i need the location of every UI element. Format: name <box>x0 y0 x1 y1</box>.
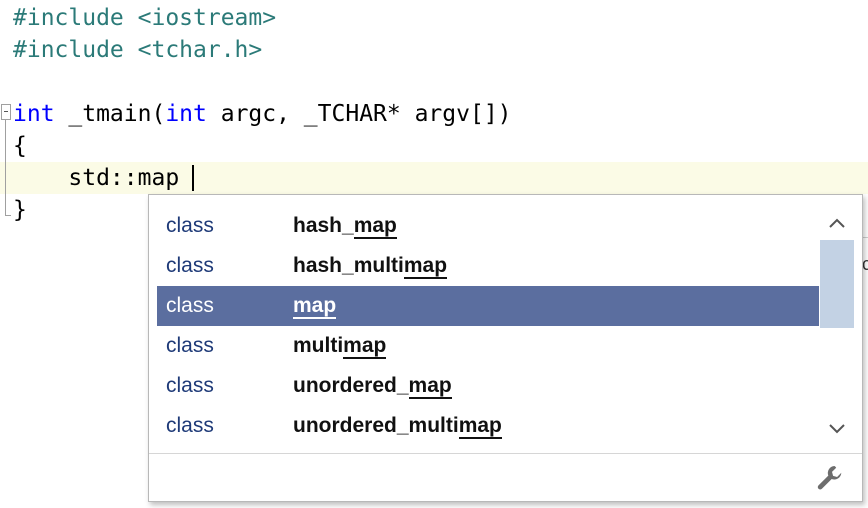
item-kind: class <box>166 374 214 397</box>
item-name: multimap <box>293 326 387 366</box>
include-target: <iostream> <box>123 5 277 31</box>
include-directive: #include <box>13 37 124 63</box>
chevron-down-icon[interactable] <box>820 412 854 446</box>
intellisense-completion-list[interactable]: class hash_map class hash_multimap class… <box>148 194 863 502</box>
completion-item-hash-map[interactable]: class hash_map <box>157 206 819 246</box>
name-prefix: unordered_ <box>293 374 409 397</box>
name-prefix: unordered_multi <box>293 414 459 437</box>
code-line-1: #include <iostream> <box>13 2 276 34</box>
collapse-toggle-icon[interactable] <box>1 104 11 120</box>
name-match: map <box>293 294 337 319</box>
name-match: map <box>343 334 387 359</box>
text-caret <box>192 165 194 191</box>
code-line-5: { <box>13 133 27 159</box>
name-match: map <box>403 254 448 279</box>
item-name: hash_multimap <box>293 246 448 286</box>
item-kind: class <box>166 254 214 277</box>
name-prefix: multi <box>293 334 344 357</box>
item-name: unordered_multimap <box>293 406 502 446</box>
include-target: <tchar.h> <box>123 37 263 63</box>
function-name: _tmain( <box>54 101 166 127</box>
item-name: hash_map <box>293 206 397 246</box>
code-line-7: } <box>13 197 27 223</box>
code-line-2: #include <tchar.h> <box>13 34 262 66</box>
item-kind: class <box>166 294 214 317</box>
item-name: unordered_map <box>293 366 452 406</box>
footer-divider <box>149 453 862 454</box>
wrench-icon[interactable] <box>815 463 845 493</box>
completion-item-map[interactable]: class map <box>157 286 819 326</box>
current-line-highlight <box>0 162 868 194</box>
completion-item-multimap[interactable]: class multimap <box>157 326 819 366</box>
name-prefix: hash_ <box>293 214 354 237</box>
function-params: argc, _TCHAR* argv[]) <box>206 101 512 127</box>
name-match: map <box>458 414 502 439</box>
item-kind: class <box>166 414 214 437</box>
item-name: map <box>293 286 337 326</box>
fold-guide-line <box>5 119 6 215</box>
background-panel-text: c <box>862 254 868 274</box>
item-kind: class <box>166 214 214 237</box>
name-prefix: hash_multi <box>293 254 404 277</box>
chevron-up-icon[interactable] <box>820 206 854 240</box>
keyword-int: int <box>13 101 55 127</box>
name-match: map <box>408 374 452 399</box>
name-match: map <box>353 214 397 239</box>
scrollbar-thumb[interactable] <box>820 240 854 328</box>
completion-item-unordered-multimap[interactable]: class unordered_multimap <box>157 406 819 446</box>
completion-item-unordered-map[interactable]: class unordered_map <box>157 366 819 406</box>
code-line-6: std::map <box>13 165 180 191</box>
fold-guide-end <box>5 215 11 216</box>
code-line-4: int _tmain(int argc, _TCHAR* argv[]) <box>13 98 512 130</box>
item-kind: class <box>166 334 214 357</box>
include-directive: #include <box>13 5 124 31</box>
keyword-int: int <box>165 101 207 127</box>
completion-scrollbar[interactable] <box>820 206 854 446</box>
completion-items: class hash_map class hash_multimap class… <box>157 206 819 446</box>
completion-item-hash-multimap[interactable]: class hash_multimap <box>157 246 819 286</box>
